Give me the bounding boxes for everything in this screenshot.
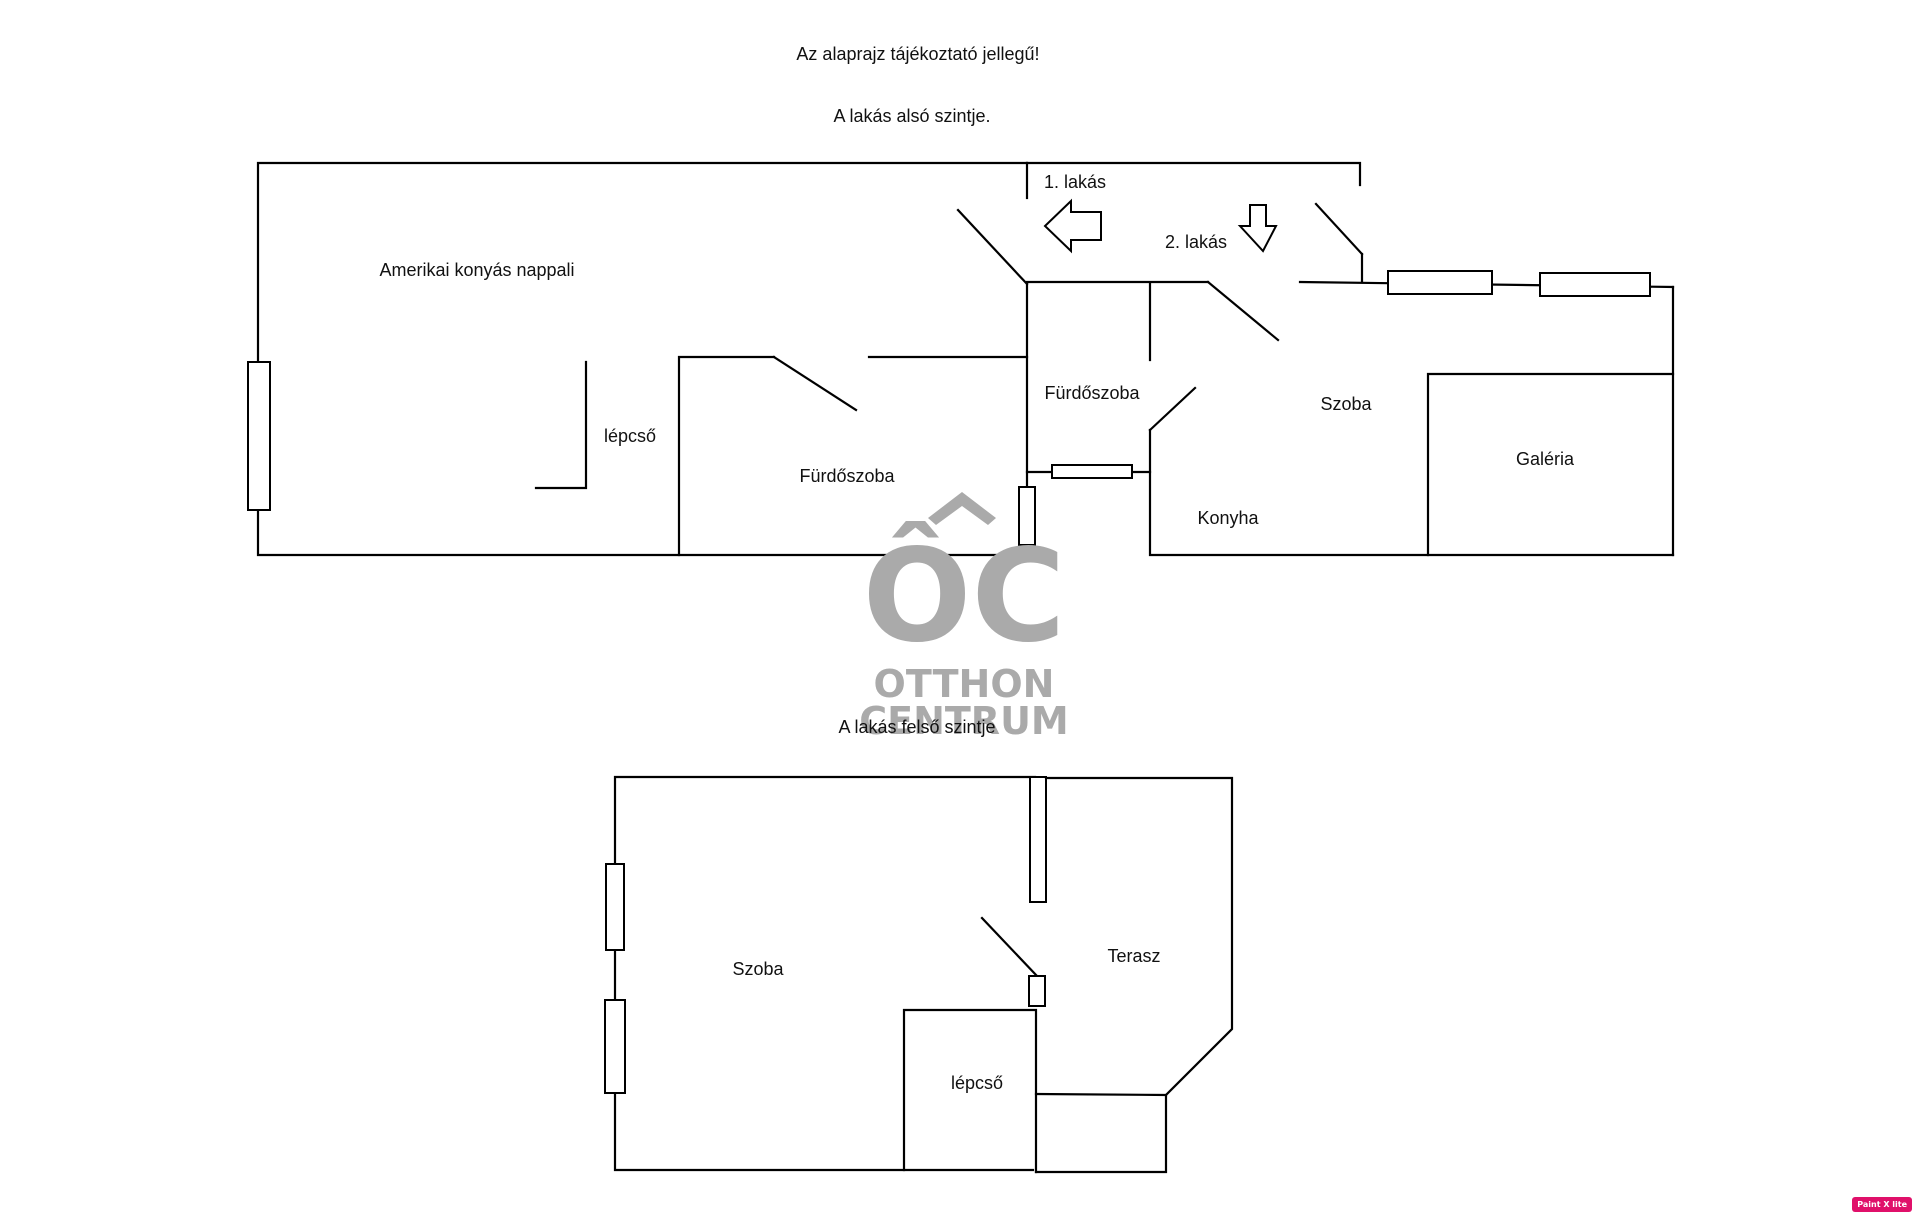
terrace-label: Terasz bbox=[1107, 946, 1160, 966]
living-room-window bbox=[247, 361, 271, 511]
room-window-1 bbox=[1387, 270, 1493, 295]
flat1-arrow-icon bbox=[1043, 198, 1102, 254]
living-room-walls bbox=[256, 161, 1029, 557]
upper-room-window-2 bbox=[604, 999, 626, 1094]
lower-level-plan: 1. lakás 2. lakás Amerikai konyás nappal… bbox=[247, 161, 1675, 557]
flat2-label: 2. lakás bbox=[1165, 232, 1227, 252]
watermark-line1: OTTHON bbox=[874, 662, 1055, 706]
terrace-inner-wall bbox=[1034, 1092, 1168, 1097]
right-bathroom-door bbox=[1206, 280, 1280, 342]
kitchen-walls bbox=[1148, 428, 1675, 557]
upper-level-plan: Szoba Terasz lépcső bbox=[604, 775, 1234, 1174]
lower-level-title: A lakás alsó szintje. bbox=[833, 106, 990, 126]
upper-room-window-1 bbox=[605, 863, 625, 951]
bathroom-small-window bbox=[1018, 486, 1036, 546]
interior-window bbox=[1051, 464, 1133, 479]
upper-room-walls bbox=[613, 775, 1037, 1172]
room-label: Szoba bbox=[1320, 394, 1372, 414]
stairs-walls bbox=[534, 360, 588, 490]
terrace-walls bbox=[1034, 776, 1234, 1174]
kitchen-door bbox=[1148, 386, 1197, 432]
watermark-line2: CENTRUM bbox=[859, 699, 1069, 743]
bathroom-right-label: Fürdőszoba bbox=[1044, 383, 1140, 403]
watermark-logo-icon bbox=[928, 492, 996, 525]
upper-level-title: A lakás felső szintje bbox=[838, 717, 995, 737]
flat2-entry-door bbox=[1314, 202, 1364, 256]
watermark-logo-letters: ÔC bbox=[863, 521, 1066, 671]
kitchen-label: Konyha bbox=[1197, 508, 1259, 528]
disclaimer-note: Az alaprajz tájékoztató jellegű! bbox=[796, 44, 1039, 64]
flat1-label: 1. lakás bbox=[1044, 172, 1106, 192]
living-room-label: Amerikai konyás nappali bbox=[379, 260, 574, 280]
upper-room-label: Szoba bbox=[732, 959, 784, 979]
gallery-walls bbox=[1426, 372, 1675, 557]
bathroom-left-label: Fürdőszoba bbox=[799, 466, 895, 486]
gallery-label: Galéria bbox=[1516, 449, 1575, 469]
terrace-door bbox=[980, 916, 1038, 977]
living-entry-door bbox=[956, 208, 1029, 286]
terrace-glass-wall bbox=[1029, 776, 1047, 903]
terrace-door-frame bbox=[1028, 975, 1046, 1007]
upper-stairs-walls bbox=[902, 1008, 1038, 1174]
corridor-top-wall bbox=[1025, 161, 1362, 187]
otthon-centrum-watermark: ÔC OTTHON CENTRUM bbox=[859, 492, 1069, 743]
bathroom-left-walls bbox=[677, 355, 776, 557]
bathroom-left-door bbox=[772, 355, 858, 412]
paint-x-lite-badge: Paint X lite bbox=[1852, 1197, 1912, 1212]
flat2-arrow-icon bbox=[1237, 204, 1278, 253]
room-window-2 bbox=[1539, 272, 1651, 297]
upper-stairs-label: lépcső bbox=[951, 1073, 1003, 1093]
stairs-label: lépcső bbox=[604, 426, 656, 446]
